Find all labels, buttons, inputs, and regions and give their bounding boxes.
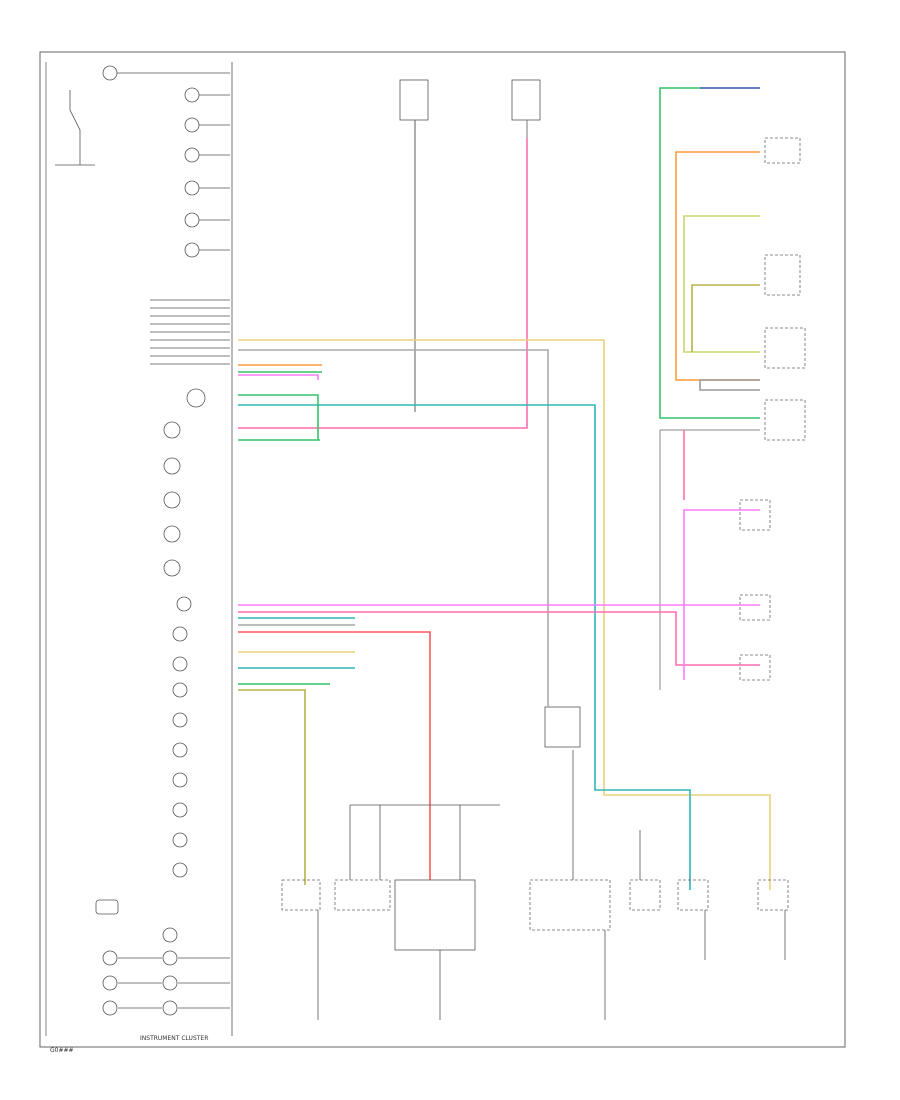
lamp-icon bbox=[172, 682, 188, 698]
right-components bbox=[544, 137, 806, 748]
cluster-pin-bundle bbox=[150, 299, 230, 365]
switch-box bbox=[757, 879, 789, 911]
sensor-box bbox=[399, 79, 429, 121]
top-sensors bbox=[399, 79, 541, 412]
lamp-icon bbox=[102, 950, 118, 966]
red-wire-mid bbox=[238, 631, 431, 880]
switch-module bbox=[544, 706, 581, 748]
magenta-wire-cluster bbox=[238, 374, 319, 380]
gray-wire-cluster bbox=[238, 349, 549, 707]
lamp-icon bbox=[172, 656, 188, 672]
module-icon bbox=[95, 899, 119, 915]
switch-box bbox=[529, 879, 611, 931]
gauge-icon bbox=[163, 491, 181, 509]
orange-wire bbox=[675, 151, 760, 381]
footer-center: INSTRUMENT CLUSTER bbox=[140, 1035, 208, 1042]
lamp-icon bbox=[172, 802, 188, 818]
switch-box bbox=[394, 879, 476, 951]
yellow-green-wire bbox=[683, 215, 760, 353]
diagram-frame bbox=[39, 51, 846, 1048]
switch-box bbox=[334, 879, 391, 911]
lamp-icon bbox=[176, 596, 192, 612]
pink-main-wire bbox=[238, 138, 528, 429]
teal-wire bbox=[238, 404, 691, 890]
lamp-icon bbox=[172, 626, 188, 642]
lamp-icon bbox=[172, 772, 188, 788]
lamp-icon bbox=[184, 87, 200, 103]
sensor-box bbox=[511, 79, 541, 121]
gauge-icon bbox=[163, 525, 181, 543]
gauge-icon bbox=[163, 559, 181, 577]
lamp-icon bbox=[172, 742, 188, 758]
lamp-icon bbox=[184, 117, 200, 133]
switch-box bbox=[629, 879, 661, 911]
lamp-icon bbox=[184, 242, 200, 258]
pink-wire-mid bbox=[238, 611, 760, 666]
lamp-icon bbox=[102, 65, 118, 81]
lamp-icon bbox=[184, 212, 200, 228]
lamp-icon bbox=[172, 712, 188, 728]
magenta-wire-right bbox=[683, 509, 760, 680]
gauge-icon bbox=[163, 421, 181, 439]
olive-wire-mid bbox=[238, 689, 306, 885]
lamp-icon bbox=[172, 832, 188, 848]
olive-wire bbox=[691, 284, 760, 352]
lamp-icon bbox=[162, 927, 178, 943]
lamp-icon bbox=[162, 1000, 178, 1016]
green-wire bbox=[659, 87, 760, 419]
bottom-switches bbox=[281, 750, 789, 1020]
switch-box bbox=[677, 879, 709, 911]
cluster-components bbox=[55, 65, 230, 1016]
lamp-icon bbox=[184, 180, 200, 196]
lamp-icon bbox=[184, 147, 200, 163]
lamp-icon bbox=[172, 862, 188, 878]
lamp-icon bbox=[102, 975, 118, 991]
lamp-icon bbox=[162, 975, 178, 991]
lamp-icon bbox=[102, 1000, 118, 1016]
gauge-icon bbox=[163, 457, 181, 475]
footer-left: G0### bbox=[50, 1047, 74, 1054]
switch-box bbox=[281, 879, 321, 911]
yellow-wire-upper bbox=[238, 339, 771, 890]
gauge-icon bbox=[186, 388, 206, 408]
lamp-icon bbox=[162, 950, 178, 966]
green-wire-cluster bbox=[238, 394, 319, 440]
gray-wire bbox=[699, 379, 760, 391]
wire-layer bbox=[238, 87, 771, 890]
